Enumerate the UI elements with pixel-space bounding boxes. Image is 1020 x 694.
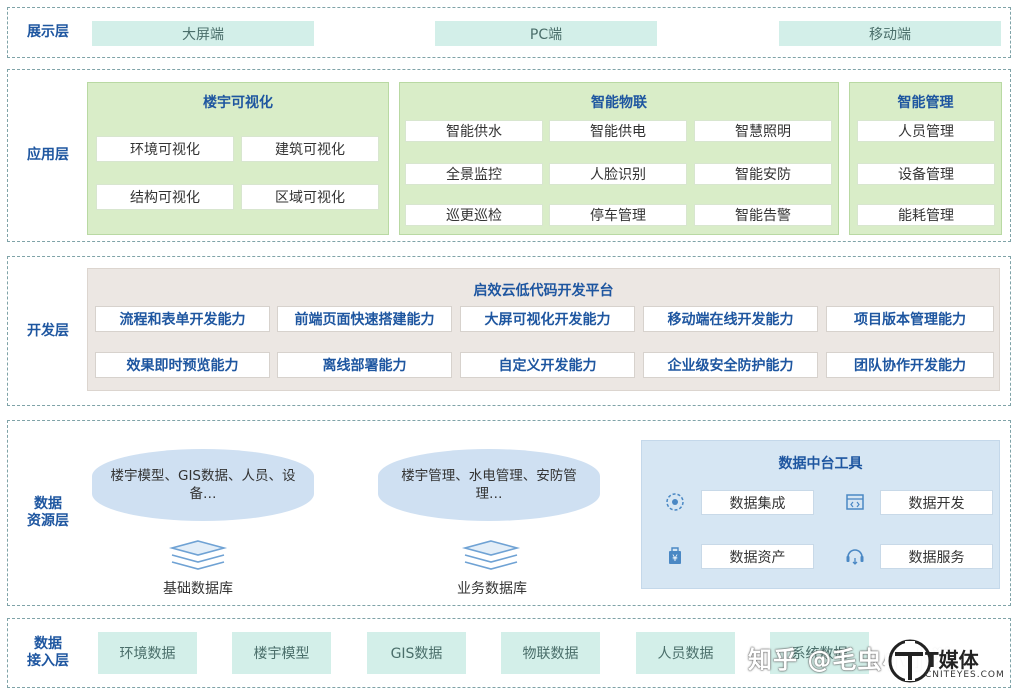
data-resource-label-line2: 资源层: [27, 513, 69, 529]
iot-panel: 智能物联 智能供水 智能供电 智慧照明 全景监控 人脸识别 智能安防 巡更巡检 …: [399, 82, 839, 235]
building-viz-item: 区域可视化: [241, 184, 379, 210]
data-development-item: 数据开发: [880, 490, 993, 515]
app-layer-label: 应用层: [27, 147, 69, 163]
tmedia-logo-sub: CNITEYES.COM: [925, 670, 1005, 680]
iot-item: 智能安防: [694, 163, 832, 185]
iot-item: 人脸识别: [549, 163, 687, 185]
data-resource-layer: 数据 资源层 楼宇模型、GIS数据、人员、设备… 基础数据库 楼宇管理、水电管理…: [7, 420, 1011, 606]
iot-item: 停车管理: [549, 204, 687, 226]
low-code-platform-title: 启效云低代码开发平台: [473, 283, 614, 299]
database-stack-icon: [168, 540, 228, 570]
data-asset-icon: ¥: [669, 547, 681, 564]
tmedia-logo: T媒体 CNITEYES.COM: [885, 636, 1009, 686]
iot-item: 全景监控: [405, 163, 543, 185]
dev-capability-item: 企业级安全防护能力: [643, 352, 818, 378]
data-resource-label-line1: 数据: [34, 496, 62, 512]
display-item-mobile: 移动端: [779, 21, 1001, 46]
data-asset-item: 数据资产: [701, 544, 814, 569]
iot-item: 智能告警: [694, 204, 832, 226]
base-db-ellipse: 楼宇模型、GIS数据、人员、设备…: [92, 449, 314, 521]
data-integration-icon: [666, 493, 684, 511]
dev-capability-item: 团队协作开发能力: [826, 352, 994, 378]
biz-db-ellipse: 楼宇管理、水电管理、安防管理…: [378, 449, 600, 521]
iot-item: 智能供水: [405, 120, 543, 142]
display-item-big-screen: 大屏端: [92, 21, 314, 46]
dev-capability-item: 自定义开发能力: [460, 352, 635, 378]
dev-layer-label: 开发层: [27, 322, 69, 339]
iot-title: 智能物联: [591, 95, 647, 111]
dev-capability-item: 项目版本管理能力: [826, 306, 994, 332]
low-code-platform-panel: 启效云低代码开发平台 流程和表单开发能力 前端页面快速搭建能力 大屏可视化开发能…: [87, 268, 1000, 391]
building-viz-item: 环境可视化: [96, 136, 234, 162]
mgmt-item: 人员管理: [857, 120, 995, 142]
dev-layer: 开发层 启效云低代码开发平台 流程和表单开发能力 前端页面快速搭建能力 大屏可视…: [7, 256, 1011, 406]
mgmt-panel: 智能管理 人员管理 设备管理 能耗管理: [849, 82, 1002, 235]
database-stack-icon: [461, 540, 521, 570]
data-middle-platform-panel: 数据中台工具 数据集成 数据开发 ¥ 数据资产 数据服务: [641, 440, 1000, 589]
dev-capability-item: 效果即时预览能力: [95, 352, 270, 378]
access-item: 系统数据: [770, 632, 869, 674]
iot-item: 巡更巡检: [405, 204, 543, 226]
app-layer: 应用层 楼宇可视化 环境可视化 建筑可视化 结构可视化 区域可视化 智能物联 智…: [7, 69, 1011, 242]
mgmt-title: 智能管理: [897, 95, 954, 111]
dev-capability-item: 大屏可视化开发能力: [460, 306, 635, 332]
dev-capability-item: 流程和表单开发能力: [95, 306, 270, 332]
access-item: 物联数据: [501, 632, 600, 674]
mgmt-item: 设备管理: [857, 163, 995, 185]
dev-capability-item: 前端页面快速搭建能力: [277, 306, 452, 332]
data-resource-layer-label: 数据 资源层: [8, 421, 88, 605]
building-viz-item: 结构可视化: [96, 184, 234, 210]
data-access-label-line2: 接入层: [27, 653, 69, 669]
data-access-layer-label: 数据 接入层: [8, 619, 88, 687]
tmedia-logo-text: T媒体: [925, 648, 979, 672]
dev-capability-item: 离线部署能力: [277, 352, 452, 378]
data-access-layer: 数据 接入层 环境数据 楼宇模型 GIS数据 物联数据 人员数据 系统数据: [7, 618, 1011, 688]
data-integration-item: 数据集成: [701, 490, 814, 515]
data-development-icon: [846, 494, 864, 510]
biz-db-label: 业务数据库: [457, 581, 527, 597]
base-db-label: 基础数据库: [163, 581, 233, 597]
data-access-label-line1: 数据: [34, 636, 62, 652]
data-service-icon: [846, 549, 864, 565]
mgmt-item: 能耗管理: [857, 204, 995, 226]
tmedia-logo-circle-icon: [888, 639, 932, 683]
access-item: 楼宇模型: [232, 632, 331, 674]
iot-item: 智慧照明: [694, 120, 832, 142]
display-layer-label: 展示层: [27, 24, 69, 40]
display-item-pc: PC端: [435, 21, 657, 46]
building-viz-item: 建筑可视化: [241, 136, 379, 162]
access-item: 环境数据: [98, 632, 197, 674]
data-service-item: 数据服务: [880, 544, 993, 569]
display-layer: 展示层 大屏端 PC端 移动端: [7, 7, 1011, 58]
svg-text:¥: ¥: [672, 554, 678, 564]
iot-item: 智能供电: [549, 120, 687, 142]
access-item: 人员数据: [636, 632, 735, 674]
dev-capability-item: 移动端在线开发能力: [643, 306, 818, 332]
building-viz-panel: 楼宇可视化 环境可视化 建筑可视化 结构可视化 区域可视化: [87, 82, 389, 235]
data-middle-platform-title: 数据中台工具: [778, 456, 863, 472]
access-item: GIS数据: [367, 632, 466, 674]
building-viz-title: 楼宇可视化: [203, 95, 273, 111]
